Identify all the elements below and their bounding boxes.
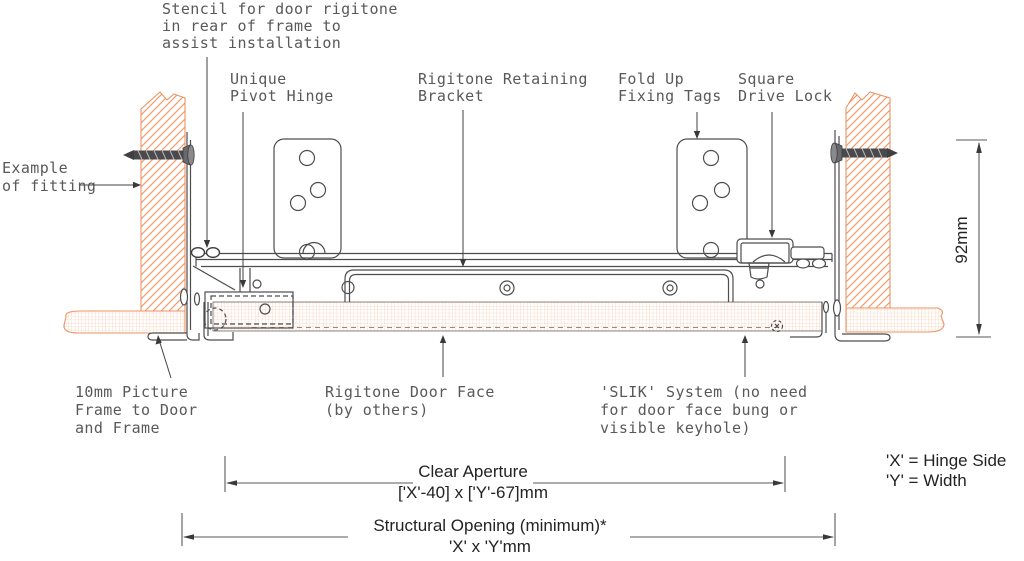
- fixing-tags-label-line1: Fold Up: [618, 70, 684, 88]
- right-wall-stud: [845, 91, 891, 309]
- clear-aperture-dimension: [224, 456, 786, 492]
- pivot-hinge-label-line1: Unique: [230, 70, 287, 88]
- left-fixing-screw: [123, 144, 195, 166]
- hidden-keyhole: [770, 319, 784, 333]
- stencil-label-line3: assist installation: [162, 34, 341, 52]
- retaining-bracket-label-line2: Bracket: [418, 87, 484, 105]
- retaining-bracket-rail: [195, 241, 833, 268]
- callout-texts: Stencil for door rigitone in rear of fra…: [2, 0, 832, 437]
- slik-system-label-line2: for door face bung or: [600, 401, 798, 419]
- right-plasterboard: [845, 307, 945, 333]
- door-inner-channel: [252, 269, 765, 302]
- right-fixing-tag: [676, 138, 748, 259]
- picture-frame-label-line1: 10mm Picture: [75, 383, 188, 401]
- structural-opening-dimension: [181, 513, 836, 546]
- clear-aperture-value: ['X'-40] x ['Y'-67]mm: [398, 483, 548, 502]
- drive-lock-label-line1: Square: [738, 70, 795, 88]
- left-plasterboard: [63, 310, 186, 334]
- stencil-label-line1: Stencil for door rigitone: [162, 0, 398, 18]
- left-frame-profile: [147, 132, 234, 341]
- leader-lines: [80, 57, 776, 379]
- stencil-rivets: [190, 246, 221, 258]
- pivot-hinge-label-line2: Pivot Hinge: [230, 87, 334, 105]
- legend-x-definition: 'X' = Hinge Side: [886, 451, 1006, 470]
- picture-frame-label-line3: and Frame: [75, 419, 160, 437]
- stencil-label-line2: in rear of frame to: [162, 17, 341, 35]
- left-wall-stud: [140, 91, 186, 312]
- dimension-texts: Clear Aperture ['X'-40] x ['Y'-67]mm Str…: [373, 216, 1006, 556]
- example-fitting-label-line1: Example: [2, 159, 68, 177]
- frame-depth-value: 92mm: [952, 216, 971, 263]
- door-face-label-line2: (by others): [325, 401, 429, 419]
- right-frame-profile: [790, 130, 891, 342]
- drive-lock-label-line2: Drive Lock: [738, 87, 832, 105]
- fixing-tags-label-line2: Fixing Tags: [618, 87, 722, 105]
- structural-opening-value: 'X' x 'Y'mm: [449, 537, 531, 556]
- slik-system-label-line1: 'SLIK' System (no need: [600, 383, 807, 401]
- frame-depth-dimension: [956, 139, 991, 338]
- slik-system-label-line3: visible keyhole): [600, 419, 751, 437]
- clear-aperture-title: Clear Aperture: [418, 462, 528, 481]
- retaining-bracket-label-line1: Rigitone Retaining: [418, 70, 588, 88]
- picture-frame-label-line2: Frame to Door: [75, 401, 198, 419]
- right-fixing-screw: [830, 142, 898, 164]
- door-face-label-line1: Rigitone Door Face: [325, 383, 495, 401]
- example-fitting-label-line2: of fitting: [2, 177, 96, 195]
- legend-y-definition: 'Y' = Width: [886, 471, 967, 490]
- structural-opening-title: Structural Opening (minimum)*: [373, 516, 607, 535]
- left-fixing-tag: [273, 138, 342, 261]
- square-drive-lock: [736, 238, 827, 280]
- door-face-board: [212, 301, 823, 332]
